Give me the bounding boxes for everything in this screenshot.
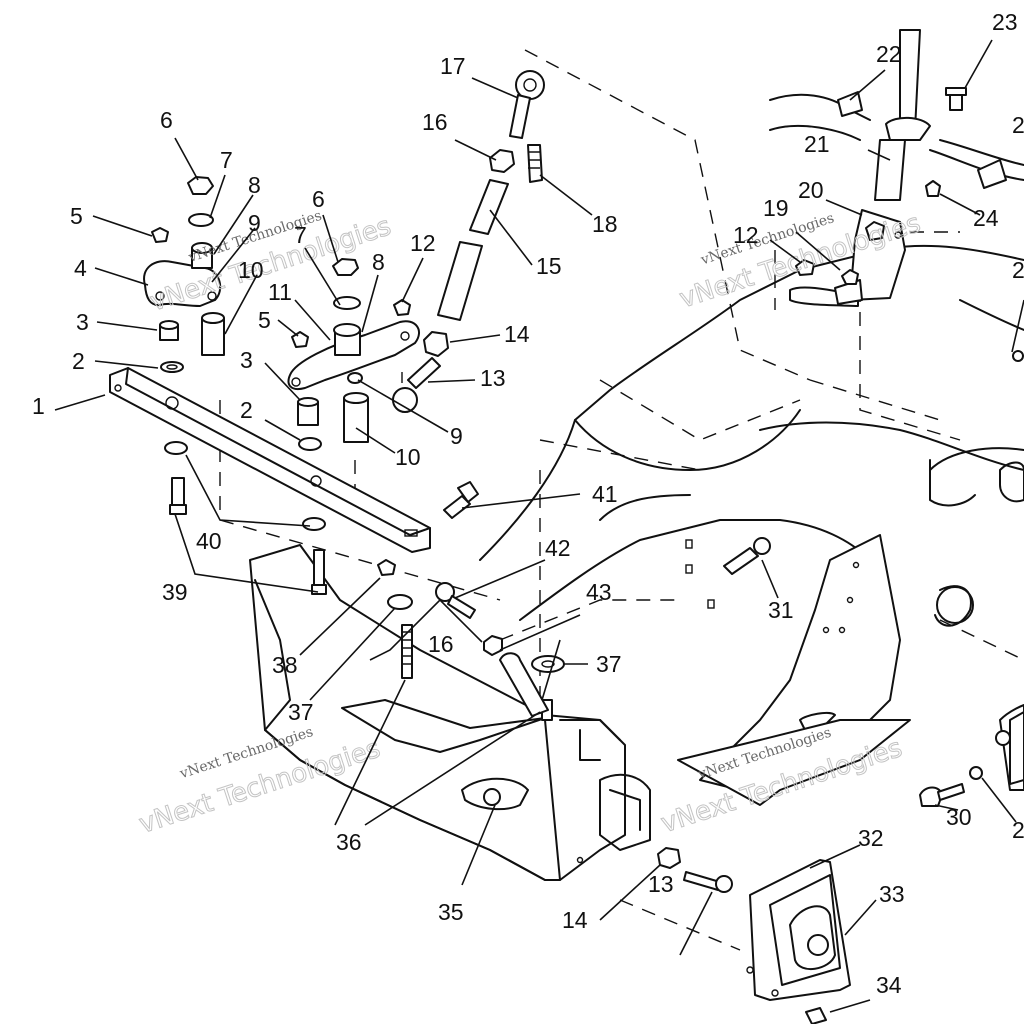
callout-label: 10 (238, 257, 264, 283)
callout-label: 16 (428, 631, 454, 657)
callout-label: 3 (240, 347, 253, 373)
callout-label: 32 (858, 825, 884, 851)
steering-rod-parts (392, 70, 545, 413)
callout-label: 18 (592, 211, 618, 237)
chassis-frame (249, 93, 1024, 881)
callout-label: 12 (733, 222, 759, 248)
callout-label: 19 (763, 195, 789, 221)
callout-label: 41 (592, 481, 618, 507)
callout-label: 2 (72, 348, 85, 374)
callout-label: 36 (336, 829, 362, 855)
callout-label: 37 (596, 651, 622, 677)
callout-label: 38 (272, 652, 298, 678)
callout-label: 11 (268, 279, 292, 305)
callout-label: 37 (288, 699, 314, 725)
callout-label: 35 (438, 899, 464, 925)
callout-label: 42 (545, 535, 571, 561)
callout-label: 3 (76, 309, 89, 335)
callout-label: 9 (248, 210, 261, 236)
lower-hardware (164, 441, 771, 893)
callout-label: 15 (536, 253, 562, 279)
callout-label: 24 (973, 205, 999, 231)
callout-label: 31 (768, 597, 794, 623)
tie-rod-bar (109, 367, 431, 553)
steering-column-parts (789, 29, 1024, 362)
callout-label: 7 (294, 222, 307, 248)
callout-label: 13 (648, 871, 674, 897)
callout-label: 5 (258, 307, 271, 333)
callout-label: 6 (312, 186, 325, 212)
mount-plate-parts (746, 711, 1024, 1024)
callout-label: 30 (946, 804, 972, 830)
callout-labels: 1 2 2 3 3 4 5 5 6 6 7 7 8 8 9 9 10 10 11… (32, 9, 1024, 998)
callout-label: 13 (480, 365, 506, 391)
callout-label: 17 (440, 53, 466, 79)
leader-lines (54, 39, 1024, 1013)
callout-label: 39 (162, 579, 188, 605)
callout-label: 34 (876, 972, 902, 998)
callout-label: 33 (879, 881, 905, 907)
callout-label: 2 (1012, 257, 1024, 283)
callout-label: 8 (248, 172, 261, 198)
callout-label: 5 (70, 203, 83, 229)
callout-label: 20 (798, 177, 824, 203)
idler-arm-assembly (143, 176, 225, 373)
callout-label: 2 (240, 397, 253, 423)
callout-label: 8 (372, 249, 385, 275)
callout-label: 2 (1012, 112, 1024, 138)
callout-label: 40 (196, 528, 222, 554)
callout-label: 23 (992, 9, 1018, 35)
callout-label: 43 (586, 579, 612, 605)
callout-label: 21 (804, 131, 830, 157)
callout-label: 2 (1012, 817, 1024, 843)
callout-label: 1 (32, 393, 45, 419)
callout-label: 14 (562, 907, 588, 933)
callout-label: 14 (504, 321, 530, 347)
pitman-arm-assembly (287, 258, 420, 451)
callout-label: 12 (410, 230, 436, 256)
callout-label: 22 (876, 41, 902, 67)
callout-label: 6 (160, 107, 173, 133)
callout-label: 9 (450, 423, 463, 449)
callout-label: 16 (422, 109, 448, 135)
callout-label: 4 (74, 255, 87, 281)
callout-label: 7 (220, 147, 233, 173)
callout-label: 10 (395, 444, 421, 470)
